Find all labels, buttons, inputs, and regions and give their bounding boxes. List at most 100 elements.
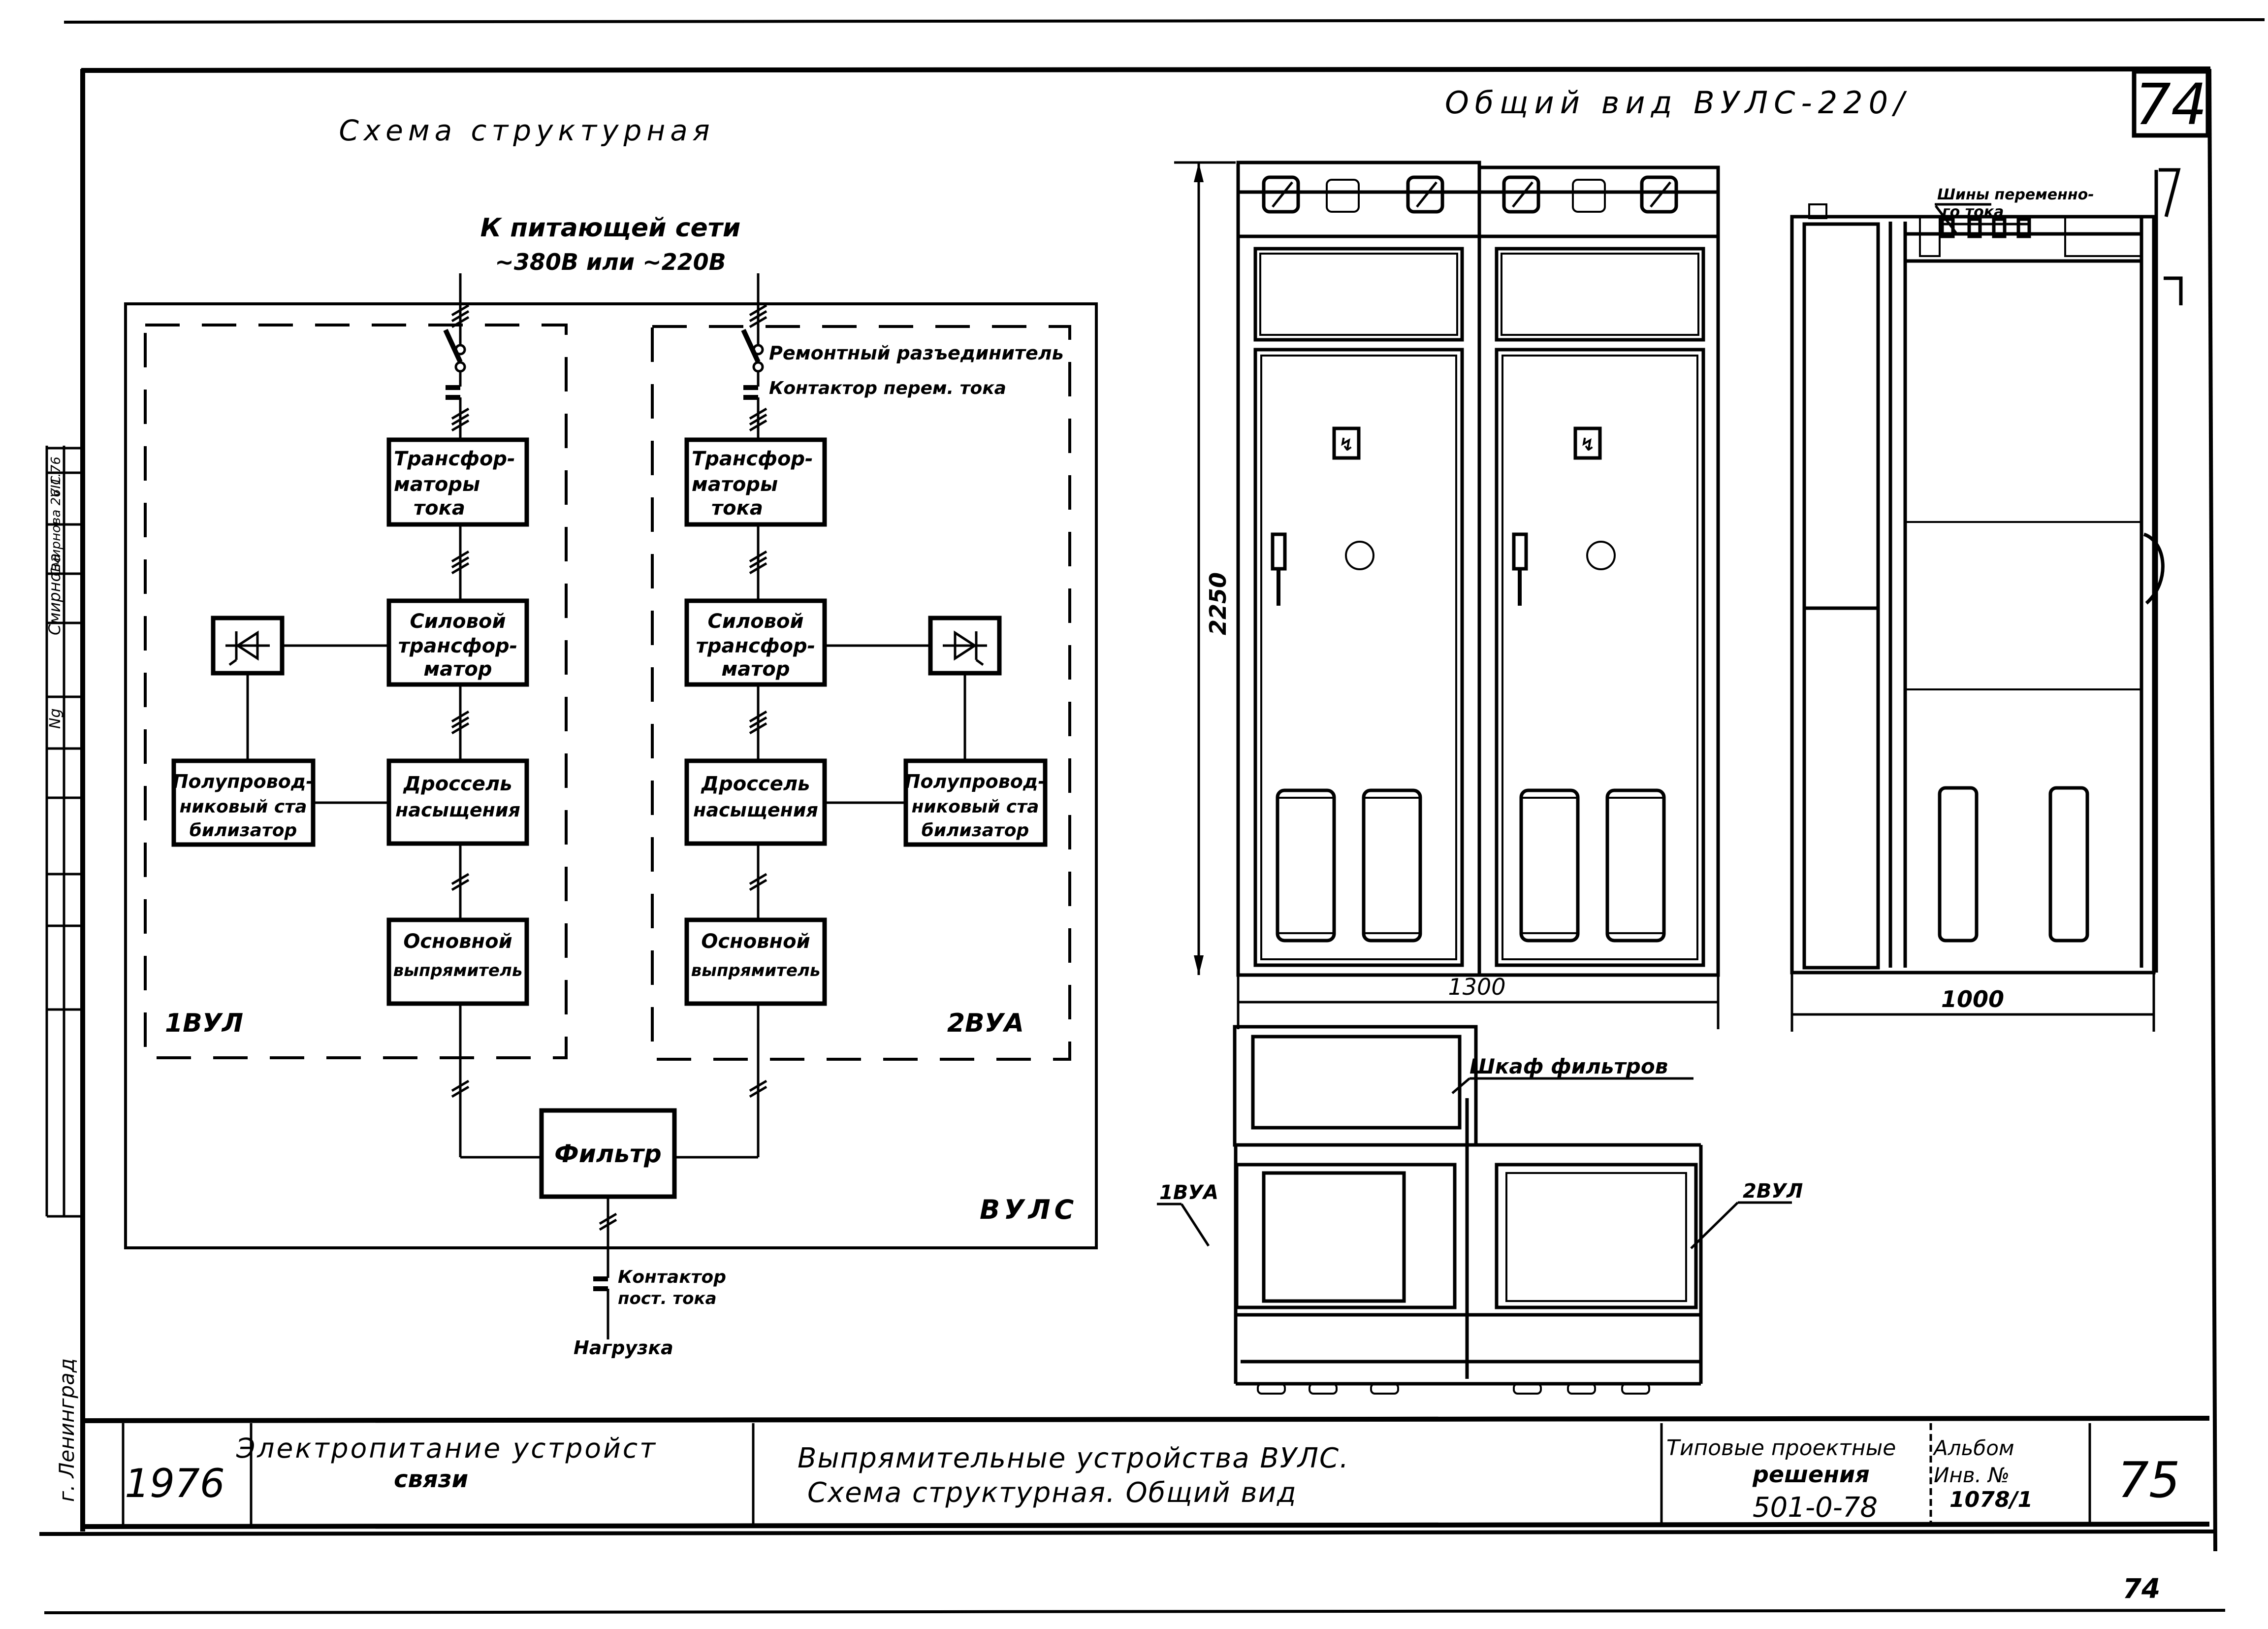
unit2-label: 2ВУА bbox=[947, 1009, 1024, 1038]
project-code: 501-0-78 bbox=[1753, 1492, 1878, 1524]
frame-right bbox=[2207, 68, 2217, 1552]
block-text: никовый ста bbox=[180, 797, 307, 817]
block-text: билизатор bbox=[190, 820, 297, 841]
busbar-insulator-icon bbox=[1919, 216, 1941, 257]
lamp-icon bbox=[1326, 179, 1360, 213]
unit2-dashed-frame bbox=[651, 325, 1071, 1061]
block-text: Дроссель bbox=[403, 773, 512, 795]
door-right bbox=[1495, 348, 1705, 967]
power-transformer-block bbox=[684, 598, 827, 687]
meter-icon bbox=[1502, 175, 1540, 214]
unit2-plan-label: 2ВУЛ bbox=[1743, 1180, 1803, 1203]
plan-view: Шкаф фильтров 1ВУА 2ВУЛ bbox=[1157, 1025, 1803, 1395]
three-phase-ticks bbox=[451, 304, 470, 328]
drawing-title-line2: Схема структурная. Общий вид bbox=[807, 1477, 1297, 1509]
busbar-box bbox=[2064, 216, 2142, 257]
block-text: матор bbox=[424, 658, 492, 681]
lightning-arrow-icon: ↯ bbox=[1580, 435, 1595, 455]
dc-contactor-label-line1: Контактор bbox=[618, 1267, 726, 1287]
lock-icon bbox=[1586, 541, 1616, 570]
supply-label-line1: К питающей сети bbox=[480, 213, 741, 243]
city-stamp: г. Ленинград bbox=[55, 1358, 79, 1502]
block-text: тока bbox=[414, 497, 465, 520]
terminal-stub bbox=[1808, 203, 1827, 219]
side-elevation: Шины переменно- го тока 1000 bbox=[1790, 168, 2183, 1032]
cable-entry-icon bbox=[2164, 276, 2183, 305]
block-text: Полупровод- bbox=[173, 771, 314, 792]
front-elevation: 2250 bbox=[1174, 161, 1720, 1029]
load-label: Нагрузка bbox=[574, 1337, 673, 1359]
upper-panel bbox=[1253, 247, 1464, 342]
block-text: маторы bbox=[394, 473, 480, 496]
unit2-plan-panel bbox=[1495, 1163, 1698, 1309]
busbars bbox=[1919, 216, 2142, 257]
block-text: билизатор bbox=[922, 820, 1029, 841]
filter-label: Фильтр bbox=[554, 1140, 662, 1168]
power-transformer-block bbox=[386, 598, 529, 687]
system-label: ВУЛС bbox=[980, 1194, 1078, 1225]
vent-grille-icon bbox=[1938, 786, 1979, 943]
album-label: Альбом bbox=[1932, 1436, 2014, 1460]
drawing-title-line1: Выпрямительные устройства ВУЛС. bbox=[798, 1442, 1349, 1474]
filter-cabinet-panel bbox=[1251, 1035, 1462, 1130]
bottom-trim-line bbox=[44, 1609, 2226, 1614]
main-rectifier-block bbox=[386, 917, 529, 1006]
inv-label: Инв. № bbox=[1934, 1463, 2010, 1487]
front-width-dimension: 1300 bbox=[1448, 974, 1505, 1000]
block-text: Силовой bbox=[410, 610, 506, 633]
door-handle-icon bbox=[1512, 532, 1528, 571]
section-title-line1: Электропитание устройст bbox=[236, 1433, 657, 1464]
block-text: Трансфор- bbox=[394, 448, 515, 470]
unit1-plan-panel bbox=[1235, 1163, 1457, 1309]
unit1-dashed-frame bbox=[144, 324, 568, 1059]
thyristor-icon bbox=[225, 630, 270, 666]
meter-icon bbox=[1406, 175, 1444, 214]
semiconductor-stabilizer-block bbox=[903, 758, 1048, 847]
top-trim-line bbox=[64, 18, 2265, 24]
vent-grille-icon bbox=[1362, 788, 1422, 943]
unit1-chain: Трансфор- маторы тока Силовой трансфор- … bbox=[171, 273, 542, 1159]
main-rectifier-block bbox=[684, 917, 827, 1006]
frame-bottom bbox=[39, 1530, 2216, 1536]
disconnector-blade bbox=[443, 328, 463, 363]
structural-schematic: Схема структурная К питающей сети ~380В … bbox=[124, 114, 1098, 1359]
block-text: трансфор- bbox=[398, 635, 518, 657]
meter-icon bbox=[1262, 175, 1300, 214]
signature-strip: Смирнова Смирнова 26.1.76 VIC Ng г. Лени… bbox=[45, 446, 83, 1502]
vent-grilles bbox=[1276, 788, 1666, 943]
feet bbox=[1257, 1383, 1650, 1395]
frame-top bbox=[81, 66, 2211, 73]
height-dimension: 2250 bbox=[1205, 572, 1231, 635]
block-text: Основной bbox=[701, 930, 810, 953]
saturable-reactor-block bbox=[684, 758, 827, 846]
vent-grille-icon bbox=[1605, 788, 1666, 943]
door-handle-icon bbox=[1271, 532, 1287, 571]
lightning-arrow-icon: ↯ bbox=[1339, 435, 1354, 455]
disconnector-blade bbox=[741, 328, 761, 363]
busbar-label-line2: го тока bbox=[1942, 203, 2004, 221]
schematic-title: Схема структурная bbox=[339, 114, 714, 147]
filter-cabinet-label: Шкаф фильтров bbox=[1469, 1054, 1668, 1078]
year: 1976 bbox=[125, 1461, 225, 1506]
supply-label-line2: ~380В или ~220В bbox=[495, 249, 726, 275]
project-line1: Типовые проектные bbox=[1666, 1435, 1896, 1461]
busbar-label-line1: Шины переменно- bbox=[1937, 186, 2094, 203]
signature-entry: Смирнова bbox=[45, 553, 64, 635]
filter-block bbox=[539, 1108, 677, 1199]
block-text: Основной bbox=[403, 930, 512, 953]
current-transformers-block bbox=[386, 437, 529, 527]
title-block: 1976 Электропитание устройст связи Выпря… bbox=[82, 1416, 2210, 1529]
vent-grille-icon bbox=[1519, 788, 1580, 943]
cable-hook-icon bbox=[2159, 168, 2181, 217]
cabinet-right bbox=[1477, 165, 1720, 977]
signature-entry: Ng bbox=[47, 709, 64, 729]
vent-grille-icon bbox=[1276, 788, 1336, 943]
lamp-icon bbox=[1572, 179, 1606, 213]
unit1-label: 1ВУЛ bbox=[165, 1009, 243, 1038]
project-line2: решения bbox=[1752, 1461, 1870, 1488]
door-left bbox=[1253, 348, 1464, 967]
block-text: никовый ста bbox=[912, 797, 1039, 817]
unit1-plan-label: 1ВУА bbox=[1159, 1181, 1218, 1204]
block-text: Полупровод- bbox=[905, 771, 1046, 792]
